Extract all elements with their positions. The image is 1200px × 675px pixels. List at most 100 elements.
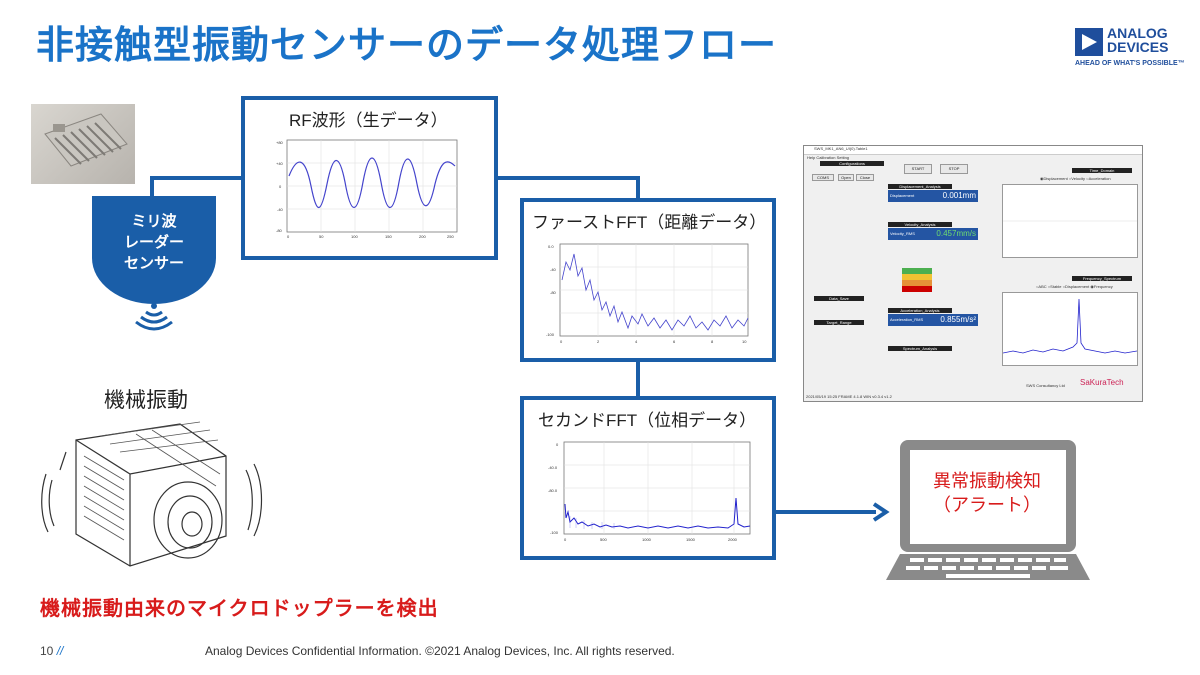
alert-line2: （アラート） xyxy=(933,495,1041,516)
sensor-label-line1: ミリ波 xyxy=(131,212,177,230)
vel-header: Velocity_Analysis xyxy=(888,222,952,227)
rf-ytick: -80 xyxy=(276,228,283,233)
rf-waveform-plot: +80 +40 0 -40 -80 0 50 100 150 200 250 xyxy=(276,139,458,239)
radar-sensor-badge: ミリ波 レーダー センサー xyxy=(92,196,216,308)
fft1-ytick: 0.0 xyxy=(548,244,554,249)
alert-text: 異常振動検知 （アラート） xyxy=(910,470,1064,518)
fft2-ytick: 0 xyxy=(556,442,559,447)
page-title: 非接触型振動センサーのデータ処理フロー xyxy=(36,23,778,67)
disp-readout: Displacement 0.001mm xyxy=(888,190,978,202)
freq-options: ○ABC ○Stable ○Displacement ◉Frequency xyxy=(1036,284,1113,289)
fft1-xtick: 4 xyxy=(635,339,638,344)
fft1-xtick: 8 xyxy=(711,339,714,344)
start-button: START xyxy=(904,164,932,174)
radar-wave-icon xyxy=(135,303,173,331)
fft1-xtick: 6 xyxy=(673,339,676,344)
disp-value: 0.001mm xyxy=(942,191,976,200)
rf-xtick: 100 xyxy=(351,234,358,239)
stop-button: STOP xyxy=(940,164,968,174)
time-domain-header: Time_Domain xyxy=(1072,168,1132,173)
time-options: ◉Displacement ○Velocity ○Acceleration xyxy=(1040,176,1111,181)
level-red xyxy=(902,286,932,292)
rf-waveform-panel: RF波形（生データ） +80 +40 0 -40 -80 0 50 100 15… xyxy=(241,96,498,260)
page-number-value: 10 xyxy=(40,644,54,658)
fft2-ytick: -80.0 xyxy=(548,488,558,493)
time-domain-plot xyxy=(1002,184,1138,258)
rf-ytick: +40 xyxy=(276,161,284,166)
sensor-module-photo xyxy=(31,104,135,184)
second-fft-panel: セカンドFFT（位相データ） 0 -40.0 -80.0 -100 0 500 … xyxy=(520,396,776,560)
page-number: 10 // xyxy=(40,644,63,658)
acc-label: Acceleration_RMS xyxy=(890,317,924,322)
machine-vibration-caption: 機械振動 xyxy=(104,389,188,412)
acc-readout: Acceleration_RMS 0.855m/s² xyxy=(888,314,978,326)
sensor-label-line3: センサー xyxy=(123,254,184,272)
motor-illustration xyxy=(41,421,263,567)
detection-caption: 機械振動由来のマイクロドップラーを検出 xyxy=(40,596,439,620)
rf-ytick: -40 xyxy=(277,207,284,212)
laptop-icon xyxy=(886,440,1090,580)
alert-line1: 異常振動検知 xyxy=(933,471,1041,492)
level-green xyxy=(902,268,932,274)
rf-xtick: 250 xyxy=(447,234,454,239)
fft1-panel-title: ファーストFFT（距離データ） xyxy=(532,213,767,232)
com-port-button: COMS xyxy=(812,174,834,181)
rf-ytick: +80 xyxy=(276,140,284,145)
fft2-xtick: 1000 xyxy=(642,537,652,542)
freq-spectrum-plot xyxy=(1002,292,1138,366)
disp-label: Displacement xyxy=(890,193,915,198)
vel-label: Velocity_RMS xyxy=(890,231,915,236)
acc-header: Acceleration_Analysis xyxy=(888,308,952,313)
app-window-title: SWS_MK1_AN6_UI(0).Table1 xyxy=(814,146,868,151)
logo-tagline: AHEAD OF WHAT'S POSSIBLE™ xyxy=(1075,60,1185,67)
fft1-xtick: 2 xyxy=(597,339,600,344)
sensor-label-line2: レーダー xyxy=(123,233,184,251)
connector-fft2-laptop xyxy=(776,510,876,514)
fft2-xtick: 500 xyxy=(600,537,607,542)
page-separator: // xyxy=(56,644,64,658)
app-titlebar: SWS_MK1_AN6_UI(0).Table1 xyxy=(804,146,1142,155)
logo-name: ANALOG DEVICES xyxy=(1107,25,1169,55)
rf-xtick: 200 xyxy=(419,234,426,239)
config-header: Configurations xyxy=(820,161,884,166)
spec-header: Spectrum_Analysis xyxy=(888,346,952,351)
disp-header: Displacement_Analysis xyxy=(888,184,952,189)
analysis-app-screenshot: SWS_MK1_AN6_UI(0).Table1 Help Calibratio… xyxy=(803,145,1143,402)
vel-readout: Velocity_RMS 0.457mm/s xyxy=(888,228,978,240)
logo-triangle-icon xyxy=(1075,28,1103,56)
level-yellow xyxy=(902,274,932,280)
first-fft-panel: ファーストFFT（距離データ） 0.0 -40 -80 -100 0 2 4 6… xyxy=(520,198,776,362)
analog-devices-logo: ANALOG DEVICES AHEAD OF WHAT'S POSSIBLE™ xyxy=(1075,25,1185,70)
fft1-ytick: -80 xyxy=(550,290,557,295)
app-menu-bar: Help Calibration Setting xyxy=(807,155,850,160)
fft2-ytick: -100 xyxy=(550,530,559,535)
rf-ytick: 0 xyxy=(279,184,282,189)
status-bar: 2021/05/19 15:25 FRAME 4.1.8 WIN v0.3.4 … xyxy=(806,394,892,399)
connector-sensor-rf xyxy=(150,176,246,180)
rf-xtick: 50 xyxy=(319,234,324,239)
close-button: Close xyxy=(856,174,874,181)
target-range-header: Target_Range xyxy=(814,320,864,325)
copyright-text: SWS Consultancy Ltd xyxy=(1026,383,1065,388)
arrow-right-icon xyxy=(872,502,890,522)
open-button: Open xyxy=(838,174,854,181)
connector-rf-fft1-h xyxy=(496,176,638,180)
rf-panel-title: RF波形（生データ） xyxy=(289,111,448,130)
footer-confidential: Analog Devices Confidential Information.… xyxy=(205,644,675,658)
fft1-xtick: 10 xyxy=(742,339,747,344)
data-save-header: Data_Save xyxy=(814,296,864,301)
rf-xtick: 150 xyxy=(385,234,392,239)
level-orange xyxy=(902,280,932,286)
fft2-plot: 0 -40.0 -80.0 -100 0 500 1000 1500 2000 xyxy=(548,441,751,542)
fft2-xtick: 2000 xyxy=(728,537,738,542)
fft2-ytick: -40.0 xyxy=(548,465,558,470)
fft2-xtick: 1500 xyxy=(686,537,696,542)
connector-fft1-fft2 xyxy=(636,360,640,398)
fft1-ytick: -100 xyxy=(546,332,555,337)
fft1-ytick: -40 xyxy=(550,267,557,272)
sakuratech-logo: SaKuraTech xyxy=(1080,378,1124,387)
connector-rf-fft1-v xyxy=(636,176,640,200)
acc-value: 0.855m/s² xyxy=(940,315,976,324)
fft2-panel-title: セカンドFFT（位相データ） xyxy=(538,411,757,430)
fft2-xtick: 0 xyxy=(564,537,567,542)
